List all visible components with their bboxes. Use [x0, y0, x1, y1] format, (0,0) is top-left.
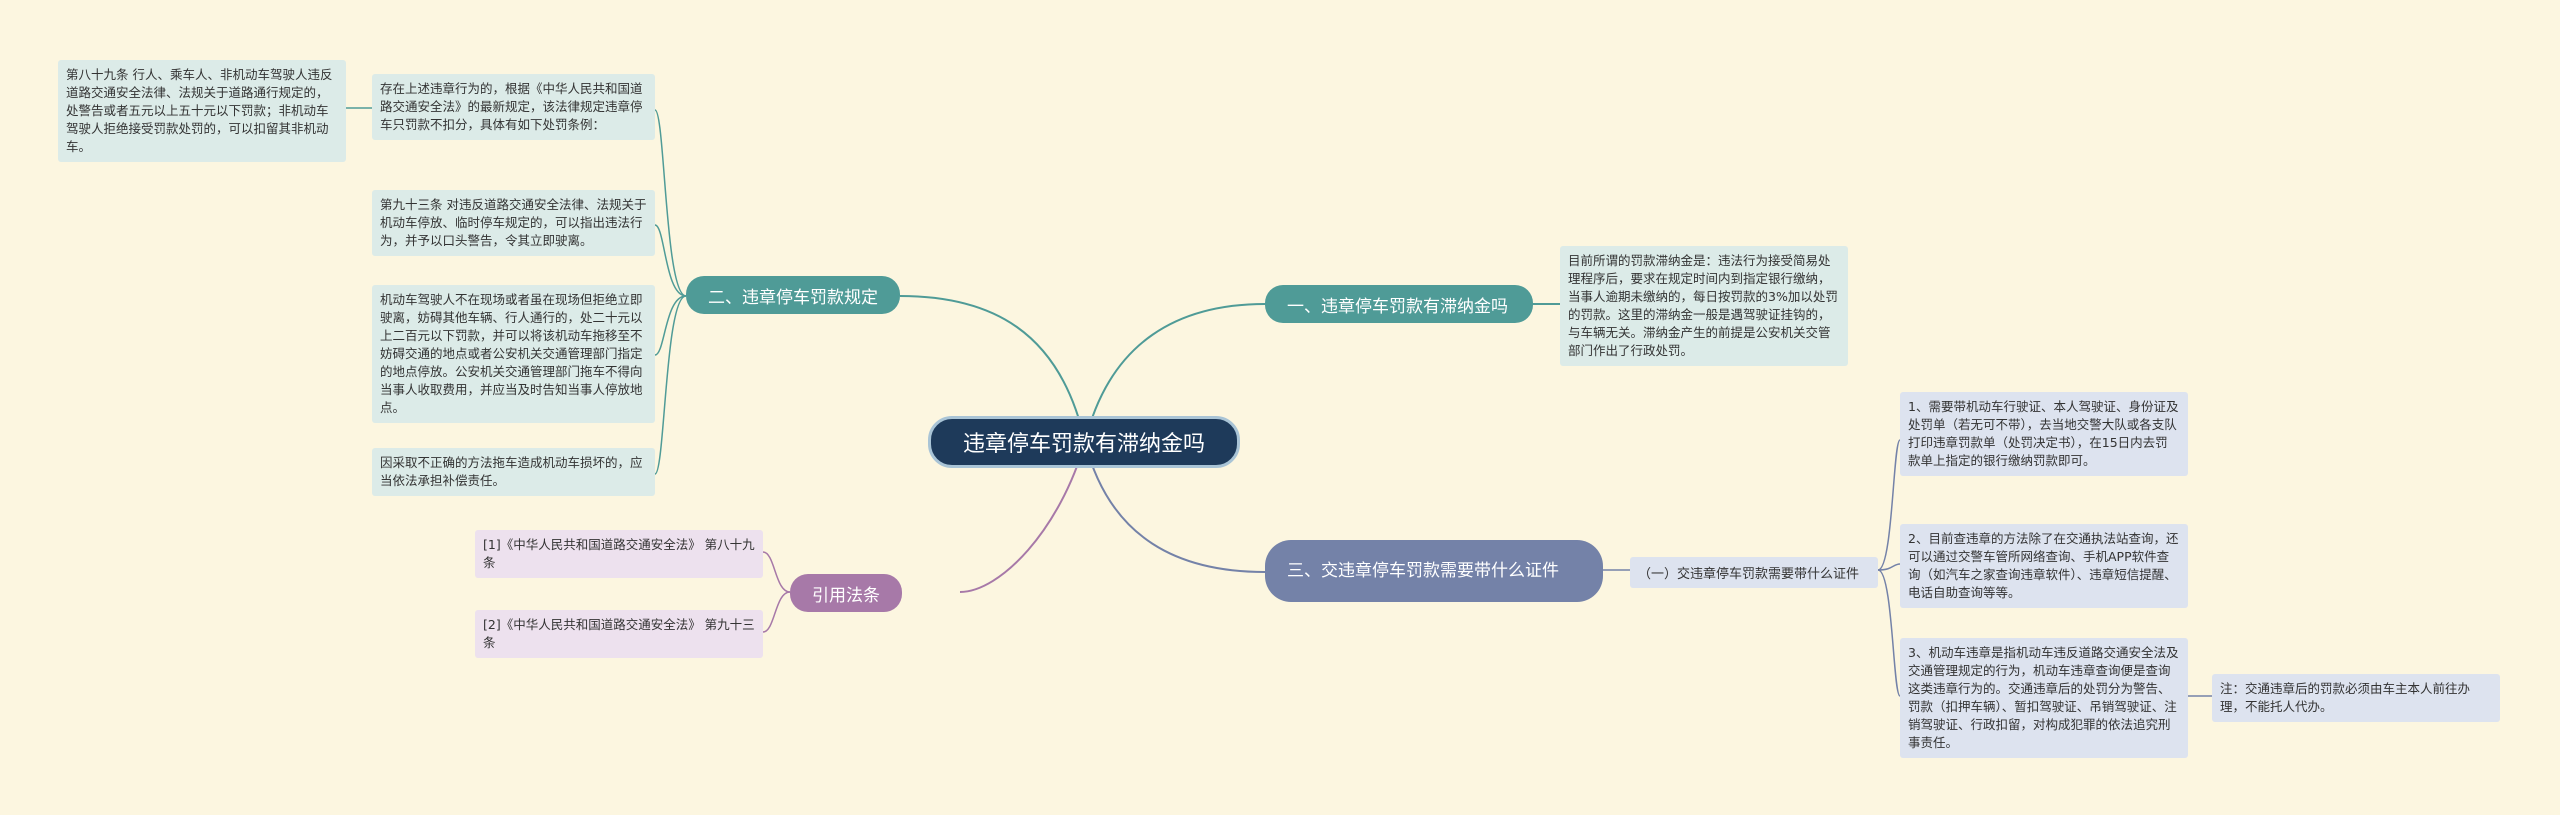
leaf-article-93: 第九十三条 对违反道路交通安全法律、法规关于机动车停放、临时停车规定的，可以指出…	[372, 190, 655, 256]
branch-parking-fine-rules[interactable]: 二、违章停车罚款规定	[686, 276, 900, 314]
leaf-documents-note-text: 注：交通违章后的罚款必须由车主本人前往办理，不能托人代办。	[2220, 681, 2471, 714]
leaf-damage-liability-text: 因采取不正确的方法拖车造成机动车损坏的，应当依法承担补偿责任。	[380, 455, 643, 488]
branch-overdue-fine[interactable]: 一、违章停车罚款有滞纳金吗	[1265, 285, 1533, 323]
leaf-documents-item-1: 1、需要带机动车行驶证、本人驾驶证、身份证及处罚单（若无可不带），去当地交警大队…	[1900, 392, 2188, 476]
leaf-documents-item-1-text: 1、需要带机动车行驶证、本人驾驶证、身份证及处罚单（若无可不带），去当地交警大队…	[1908, 399, 2179, 468]
leaf-cited-law-2[interactable]: [2]《中华人民共和国道路交通安全法》 第九十三条	[475, 610, 763, 658]
leaf-cited-law-1-text: [1]《中华人民共和国道路交通安全法》 第八十九条	[483, 537, 755, 570]
leaf-rules-intro: 存在上述违章行为的，根据《中华人民共和国道路交通安全法》的最新规定，该法律规定违…	[372, 74, 655, 140]
branch-parking-fine-rules-label: 二、违章停车罚款规定	[708, 287, 878, 308]
leaf-documents-item-3: 3、机动车违章是指机动车违反道路交通安全法及交通管理规定的行为，机动车违章查询便…	[1900, 638, 2188, 758]
leaf-article-89: 第八十九条 行人、乘车人、非机动车驾驶人违反道路交通安全法律、法规关于道路通行规…	[58, 60, 346, 162]
leaf-rules-intro-text: 存在上述违章行为的，根据《中华人民共和国道路交通安全法》的最新规定，该法律规定违…	[380, 81, 643, 132]
sub-required-documents[interactable]: （一）交违章停车罚款需要带什么证件	[1630, 557, 1878, 588]
leaf-documents-item-3-text: 3、机动车违章是指机动车违反道路交通安全法及交通管理规定的行为，机动车违章查询便…	[1908, 645, 2179, 750]
leaf-article-93-text: 第九十三条 对违反道路交通安全法律、法规关于机动车停放、临时停车规定的，可以指出…	[380, 197, 647, 248]
leaf-cited-law-2-text: [2]《中华人民共和国道路交通安全法》 第九十三条	[483, 617, 755, 650]
leaf-documents-item-2-text: 2、目前查违章的方法除了在交通执法站查询，还可以通过交警车管所网络查询、手机AP…	[1908, 531, 2179, 600]
branch-required-documents-label: 三、交违章停车罚款需要带什么证件	[1287, 561, 1559, 581]
branch-overdue-fine-label: 一、违章停车罚款有滞纳金吗	[1287, 296, 1508, 317]
leaf-article-89-text: 第八十九条 行人、乘车人、非机动车驾驶人违反道路交通安全法律、法规关于道路通行规…	[66, 67, 333, 154]
leaf-towing-rule: 机动车驾驶人不在现场或者虽在现场但拒绝立即驶离，妨碍其他车辆、行人通行的，处二十…	[372, 285, 655, 423]
root-topic[interactable]: 违章停车罚款有滞纳金吗	[928, 416, 1240, 468]
leaf-documents-item-2: 2、目前查违章的方法除了在交通执法站查询，还可以通过交警车管所网络查询、手机AP…	[1900, 524, 2188, 608]
leaf-overdue-fine-text: 目前所谓的罚款滞纳金是：违法行为接受简易处理程序后，要求在规定时间内到指定银行缴…	[1568, 253, 1838, 358]
leaf-overdue-fine-explanation: 目前所谓的罚款滞纳金是：违法行为接受简易处理程序后，要求在规定时间内到指定银行缴…	[1560, 246, 1848, 366]
leaf-documents-note: 注：交通违章后的罚款必须由车主本人前往办理，不能托人代办。	[2212, 674, 2500, 722]
root-title: 违章停车罚款有滞纳金吗	[962, 432, 1205, 457]
sub-required-documents-text: （一）交违章停车罚款需要带什么证件	[1638, 567, 1860, 582]
leaf-damage-liability: 因采取不正确的方法拖车造成机动车损坏的，应当依法承担补偿责任。	[372, 448, 655, 496]
leaf-towing-rule-text: 机动车驾驶人不在现场或者虽在现场但拒绝立即驶离，妨碍其他车辆、行人通行的，处二十…	[380, 292, 643, 415]
branch-required-documents[interactable]: 三、交违章停车罚款需要带什么证件	[1265, 540, 1603, 602]
leaf-cited-law-1[interactable]: [1]《中华人民共和国道路交通安全法》 第八十九条	[475, 530, 763, 578]
branch-cited-laws-label: 引用法条	[812, 585, 880, 606]
branch-cited-laws[interactable]: 引用法条	[790, 574, 902, 612]
